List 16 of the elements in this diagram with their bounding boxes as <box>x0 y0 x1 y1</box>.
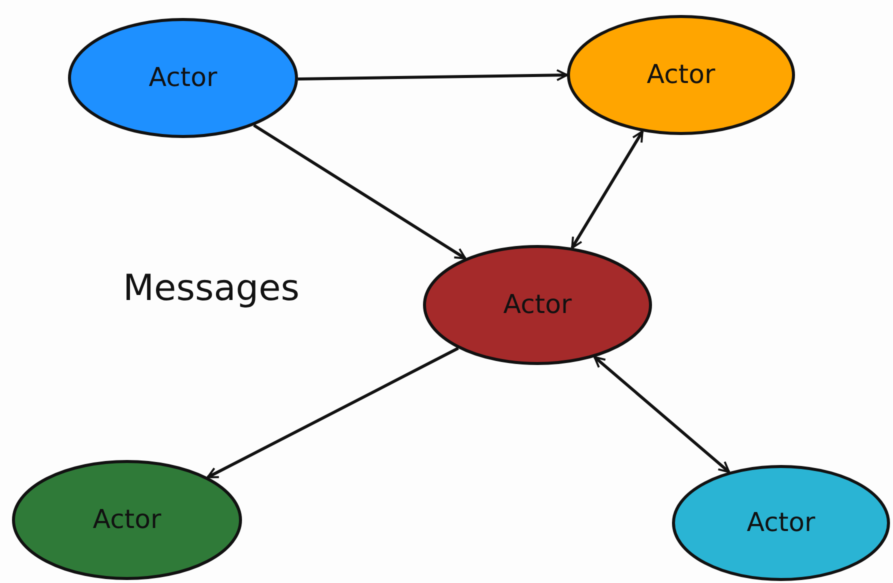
arrow <box>594 356 730 474</box>
actor-ellipse <box>567 15 795 135</box>
actor-ellipse <box>12 460 242 580</box>
messages-label: Messages <box>123 268 300 309</box>
actor-label: Actor <box>148 63 218 93</box>
actor-ellipse <box>672 465 890 581</box>
actor-label: Actor <box>503 290 572 320</box>
arrow <box>570 130 644 249</box>
arrow <box>253 124 466 260</box>
arrow <box>298 69 568 82</box>
actor-label: Actor <box>746 508 816 538</box>
actor-ellipse <box>423 245 652 365</box>
actor-ellipse <box>68 18 298 138</box>
actor-label: Actor <box>92 505 162 535</box>
arrow <box>206 346 459 479</box>
actor-label: Actor <box>646 60 716 90</box>
